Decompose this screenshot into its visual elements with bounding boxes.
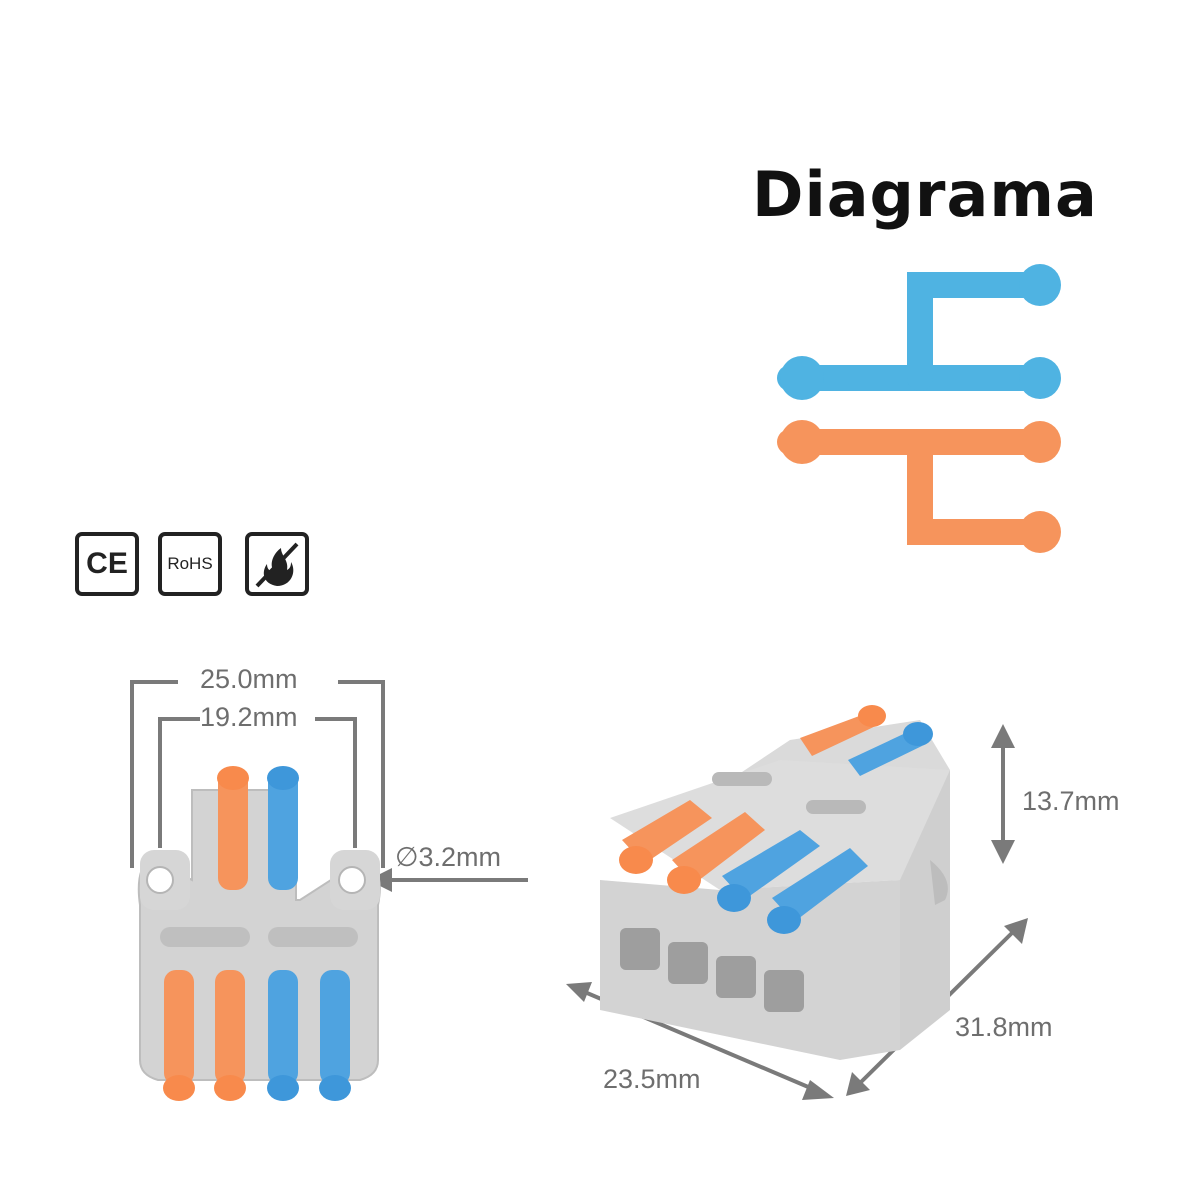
iso-view-connector [566, 705, 1028, 1100]
front-view-connector [130, 680, 528, 1101]
flame-crossed-icon [255, 542, 299, 588]
flame-retardant-icon [245, 532, 309, 596]
width-label: 23.5mm [603, 1064, 701, 1094]
height-label: 13.7mm [1022, 786, 1120, 816]
page-title: Diagrama [752, 158, 1098, 231]
rohs-icon: RoHS [158, 532, 222, 596]
outer-width-label: 25.0mm [200, 664, 298, 694]
wiring-diagram-icon [777, 264, 1061, 553]
ce-mark-icon: CE [75, 532, 139, 596]
hole-diameter-label: ∅3.2mm [395, 842, 502, 872]
depth-label: 31.8mm [955, 1012, 1053, 1042]
inner-width-label: 19.2mm [200, 702, 298, 732]
